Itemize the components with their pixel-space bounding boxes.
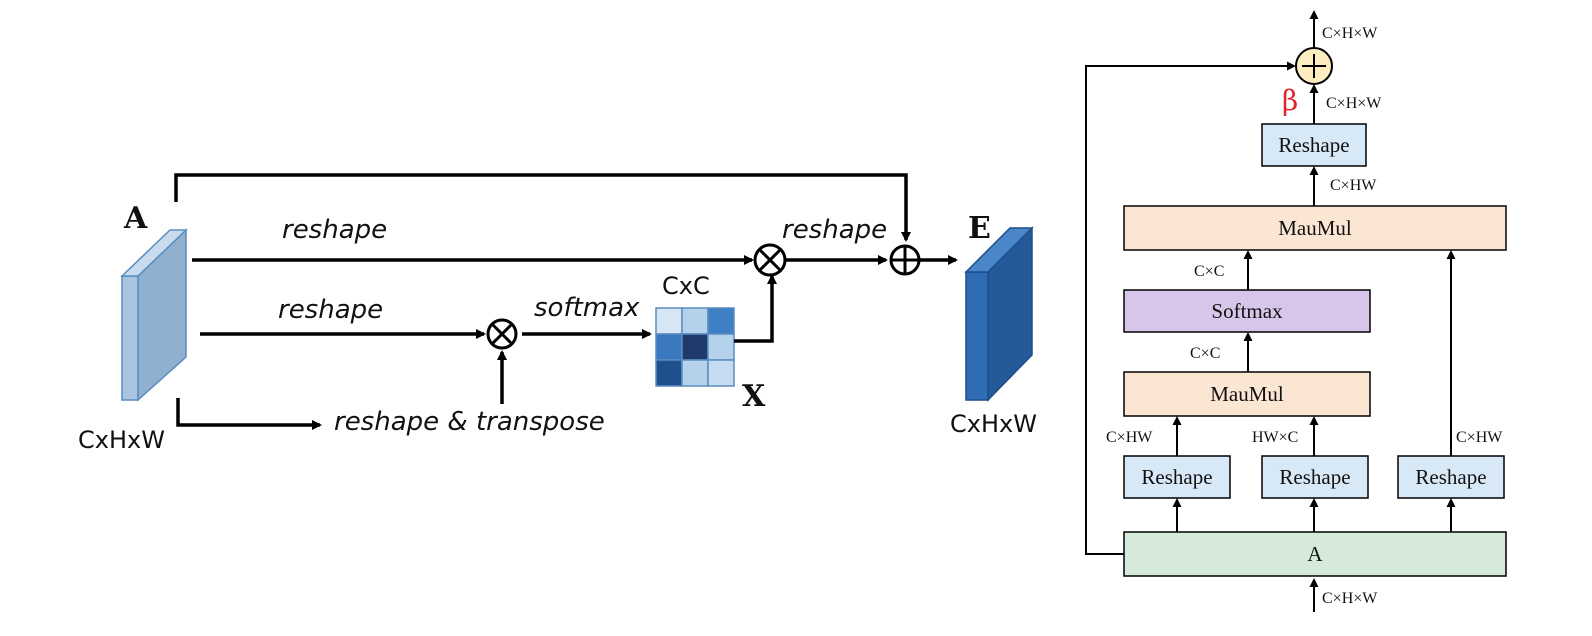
dim-input-bottom: C×H×W xyxy=(1322,590,1378,607)
reshape-top-text: Reshape xyxy=(1278,133,1349,157)
input-label: A xyxy=(123,201,148,236)
reshape-out-label: reshape xyxy=(782,215,887,245)
reshape-left-box xyxy=(1123,455,1231,499)
dim-after-add-in: C×H×W xyxy=(1326,95,1382,112)
output-label: E xyxy=(968,211,991,246)
input-dims: CxHxW xyxy=(78,426,165,454)
maumul-mid-text: MauMul xyxy=(1210,382,1284,406)
reshape-top-box xyxy=(1261,123,1367,167)
beta-symbol: β xyxy=(1282,84,1298,117)
output-block-front xyxy=(965,271,989,401)
reshape-transpose-arrow xyxy=(176,398,322,430)
dim-out-top: C×H×W xyxy=(1322,25,1378,42)
dim-center-branch: HW×C xyxy=(1252,429,1298,446)
matrix-cell xyxy=(681,359,709,387)
input-block-front xyxy=(121,275,139,401)
dim-after-maumul-top: C×HW xyxy=(1330,177,1377,194)
matrix-cell xyxy=(707,307,735,335)
matrix-cell xyxy=(655,333,683,361)
skip-connection-arrow xyxy=(174,173,911,242)
softmax-text: Softmax xyxy=(1211,299,1283,323)
sum-node-right xyxy=(1295,47,1333,85)
attention-dims: CxC xyxy=(662,272,710,300)
attention-matrix xyxy=(655,307,735,387)
sum-node-left xyxy=(889,244,921,276)
input-feature-block-a xyxy=(120,228,188,402)
matrix-cell xyxy=(707,333,735,361)
attention-to-matmul-arrow xyxy=(734,274,777,343)
matrix-cell xyxy=(681,333,709,361)
attention-label: X xyxy=(742,379,766,414)
reshape-center-text: Reshape xyxy=(1279,465,1350,489)
reshape-right-box xyxy=(1397,455,1505,499)
matrix-cell xyxy=(655,307,683,335)
output-feature-block-e xyxy=(964,226,1034,402)
maumul-mid-box xyxy=(1123,371,1371,417)
input-a-text: A xyxy=(1307,542,1323,566)
reshape-mid-label: reshape xyxy=(278,295,383,325)
matmul-node-mid xyxy=(486,318,518,350)
softmax-box xyxy=(1123,289,1371,333)
skip-loop-arrow xyxy=(1085,61,1296,555)
maumul-top-text: MauMul xyxy=(1278,216,1352,240)
input-block-top xyxy=(120,229,188,277)
reshape-transpose-label: reshape & transpose xyxy=(334,407,605,437)
matmul-node-top xyxy=(753,243,787,277)
dim-left-branch: C×HW xyxy=(1106,429,1153,446)
reshape-right-text: Reshape xyxy=(1415,465,1486,489)
matrix-cell xyxy=(707,359,735,387)
reshape-top-label: reshape xyxy=(282,215,387,245)
output-block-top xyxy=(964,227,1034,273)
dim-after-maumul-mid: C×C xyxy=(1190,345,1220,362)
reshape-left-text: Reshape xyxy=(1141,465,1212,489)
softmax-label: softmax xyxy=(534,293,640,323)
output-dims: CxHxW xyxy=(950,410,1037,438)
dim-right-branch: C×HW xyxy=(1456,429,1503,446)
input-a-box xyxy=(1123,531,1507,577)
dim-after-softmax: C×C xyxy=(1194,263,1224,280)
matrix-cell xyxy=(655,359,683,387)
maumul-top-box xyxy=(1123,205,1507,251)
matrix-cell xyxy=(681,307,709,335)
